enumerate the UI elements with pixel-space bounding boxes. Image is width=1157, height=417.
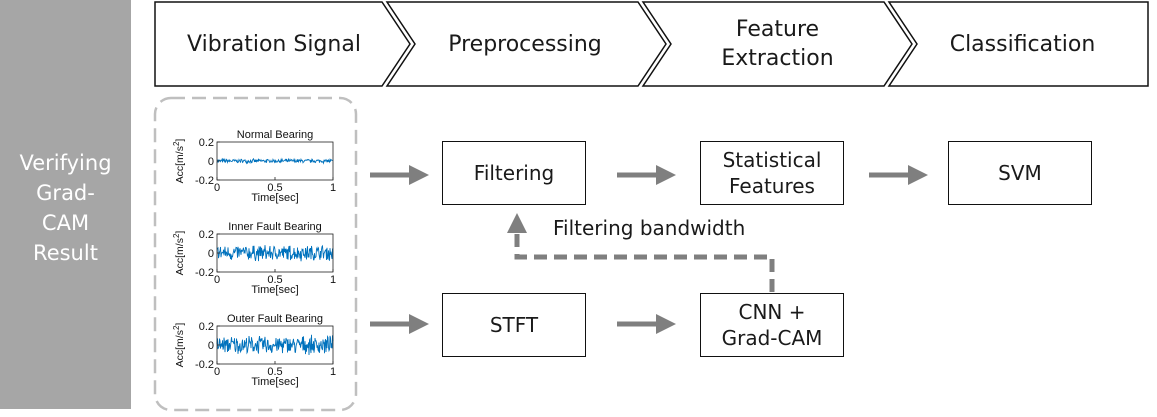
- x-tick-label: 1: [330, 366, 336, 378]
- signal-plots-frame: [153, 96, 358, 412]
- svm-box: SVM: [948, 141, 1092, 205]
- chevron-step-4: [887, 1, 1149, 87]
- sidebar-line: Verifying: [19, 151, 112, 175]
- x-axis-label: Time[sec]: [251, 284, 298, 296]
- x-axis-label: Time[sec]: [251, 376, 298, 388]
- stft-box: STFT: [442, 293, 586, 357]
- y-tick-label: 0: [208, 248, 214, 260]
- x-tick-label: 0.5: [267, 366, 282, 378]
- x-tick-label: 0.5: [267, 182, 282, 194]
- x-axis-label: Time[sec]: [251, 192, 298, 204]
- filtering-box: Filtering: [442, 141, 586, 205]
- chevron-step-1: [154, 1, 411, 87]
- y-tick-label: 0: [208, 340, 214, 352]
- signal-trace: [216, 244, 334, 262]
- x-tick-label: 0: [214, 182, 220, 194]
- plot-title: Outer Fault Bearing: [227, 313, 323, 325]
- y-axis-label: Acc[m/s2]: [172, 231, 186, 276]
- signal-trace: [216, 157, 334, 165]
- y-tick-label: -0.2: [195, 359, 214, 371]
- cnn-grad-cam-box: CNN +Grad-CAM: [700, 293, 844, 357]
- step-label-classification: Classification: [949, 32, 1096, 57]
- y-tick-label: 0: [208, 156, 214, 168]
- step-label-preprocessing: Preprocessing: [448, 32, 602, 57]
- y-axis-label: Acc[m/s2]: [172, 323, 186, 368]
- plot-title: Normal Bearing: [237, 129, 313, 141]
- x-tick-label: 0.5: [267, 274, 282, 286]
- y-tick-label: -0.2: [195, 267, 214, 279]
- chevron-step-3: [641, 1, 913, 87]
- sidebar-line: CAM: [41, 211, 90, 235]
- plot-title: Inner Fault Bearing: [228, 221, 322, 233]
- y-tick-label: -0.2: [195, 175, 214, 187]
- sidebar-panel: Verifying Grad- CAM Result: [0, 0, 131, 409]
- x-tick-label: 1: [330, 274, 336, 286]
- x-tick-label: 1: [330, 182, 336, 194]
- feedback-dashed-arrow: [507, 213, 775, 292]
- x-tick-label: 0: [214, 274, 220, 286]
- y-axis-label: Acc[m/s2]: [172, 139, 186, 184]
- y-tick-label: 0.2: [199, 321, 214, 333]
- step-label-vibration-signal: Vibration Signal: [187, 32, 361, 57]
- step-label-feature-extraction: Feature Extraction: [721, 17, 834, 71]
- sidebar-line: Grad-: [36, 181, 95, 205]
- signal-trace: [216, 334, 334, 355]
- feedback-label: Filtering bandwidth: [553, 216, 746, 240]
- sidebar-line: Result: [33, 241, 98, 265]
- sidebar-title: Verifying Grad- CAM Result: [0, 148, 131, 268]
- x-tick-label: 0: [214, 366, 220, 378]
- y-tick-label: 0.2: [199, 229, 214, 241]
- y-tick-label: 0.2: [199, 137, 214, 149]
- chevron-step-2: [385, 1, 667, 87]
